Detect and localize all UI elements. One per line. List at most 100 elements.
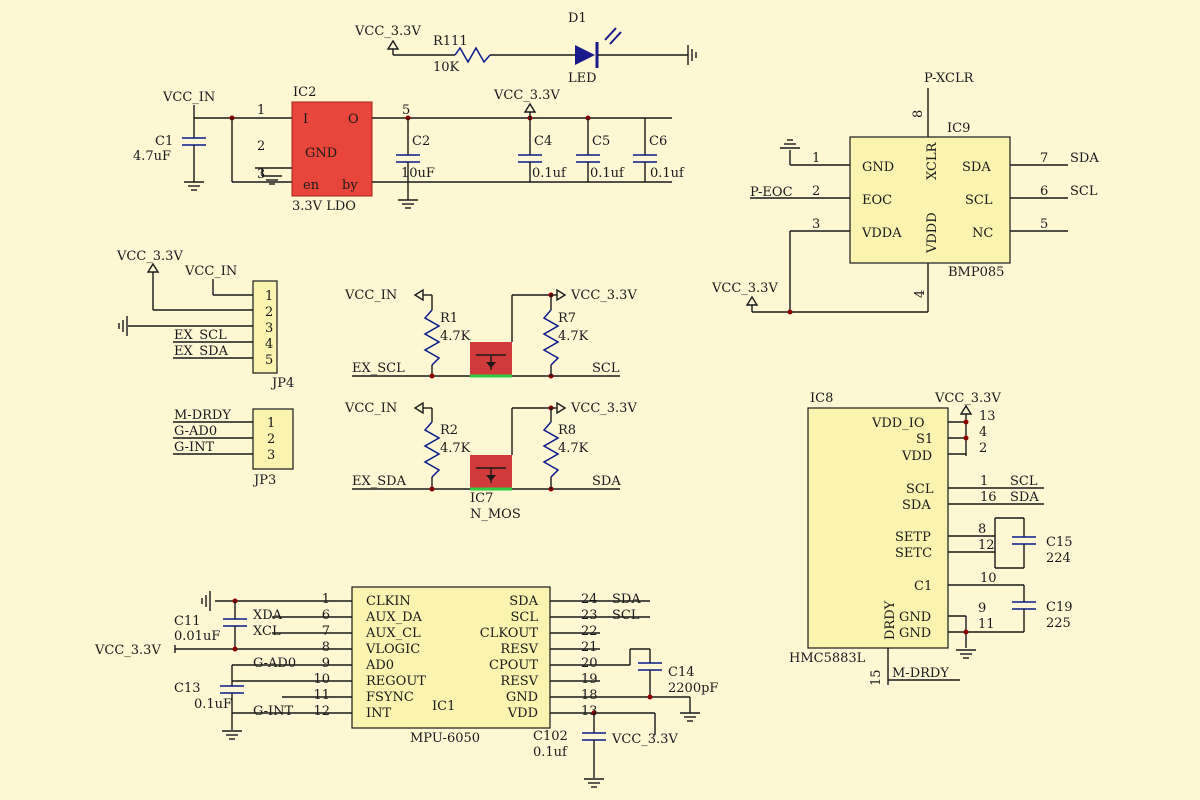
vcc-in-label: VCC_IN bbox=[162, 90, 215, 105]
mpu-left-pin-num: 7 bbox=[322, 624, 330, 639]
jp4-ref: JP4 bbox=[270, 376, 294, 391]
hmc-ref: IC8 bbox=[810, 391, 833, 406]
bmp-net-sda: SDA bbox=[1070, 151, 1099, 166]
mpu-right-pin-name: SDA bbox=[509, 594, 538, 609]
c6-value: 0.1uf bbox=[650, 166, 685, 181]
mpu-right-pin-name: SCL bbox=[511, 610, 539, 625]
bmp-vddd: VDDD bbox=[925, 212, 940, 254]
ldo-pin3: 3 bbox=[257, 167, 265, 182]
hmc-drdy: DRDY bbox=[883, 600, 898, 640]
hmc-n10: 10 bbox=[980, 571, 997, 586]
hmc-net-scl: SCL bbox=[1010, 474, 1038, 489]
bmp-sda: SDA bbox=[962, 160, 991, 175]
mpu-left-pin-name: VLOGIC bbox=[365, 642, 420, 657]
mpu-part: MPU-6050 bbox=[410, 731, 480, 746]
jp4-sda: EX_SDA bbox=[174, 344, 229, 359]
ic7-part: N_MOS bbox=[470, 507, 521, 522]
jp4-p1: 1 bbox=[265, 289, 273, 304]
hmc-n13: 13 bbox=[979, 409, 996, 424]
mpu-right-pin-num: 21 bbox=[581, 640, 598, 655]
mpu-right-pin-num: 24 bbox=[581, 592, 598, 607]
hmc-drdy-net: M-DRDY bbox=[892, 666, 949, 681]
ls1-vout: VCC_3.3V bbox=[570, 288, 637, 303]
led-label: LED bbox=[568, 71, 597, 86]
bmp-scl: SCL bbox=[965, 193, 993, 208]
hmc-part: HMC5883L bbox=[789, 651, 866, 666]
mpu-right-pin-num: 20 bbox=[581, 656, 598, 671]
mpu-left-pin-name: INT bbox=[366, 706, 392, 721]
ls2-in: EX_SDA bbox=[352, 474, 407, 489]
bmp-ref: IC9 bbox=[947, 121, 970, 136]
ldo-circuit: VCC_IN C1 4.7uF 1 2 3 IC2 I O GND en by … bbox=[133, 85, 685, 214]
ldo-vout-label: VCC_3.3V bbox=[493, 88, 560, 103]
hmc-net-sda: SDA bbox=[1010, 490, 1039, 505]
jp3-p3: 3 bbox=[267, 448, 275, 463]
mpu-left-pin-num: 12 bbox=[313, 704, 330, 719]
hmc-gnd2: GND bbox=[899, 626, 931, 641]
mpu-left-pin-name: AUX_DA bbox=[365, 610, 423, 625]
hmc-scl: SCL bbox=[906, 482, 934, 497]
ls1-vin: VCC_IN bbox=[344, 288, 397, 303]
c4-value: 0.1uf bbox=[532, 166, 567, 181]
mpu-left-pin-num: 11 bbox=[313, 688, 330, 703]
led-diode-icon bbox=[575, 45, 595, 65]
jp3-body bbox=[252, 408, 294, 470]
hmc-n8: 8 bbox=[978, 522, 986, 537]
c19-ref: C19 bbox=[1046, 600, 1073, 615]
hmc-vddio: VDD_IO bbox=[871, 416, 925, 431]
jp4-connector: VCC_3.3V VCC_IN EX_SCL EX_SDA 1 2 3 4 5 … bbox=[116, 249, 294, 391]
mpu-left-pin-name: AD0 bbox=[365, 658, 394, 673]
r2-value: 4.7K bbox=[440, 441, 471, 456]
bmp-pin5: 5 bbox=[1040, 217, 1048, 232]
ldo-pin2: 2 bbox=[257, 139, 265, 154]
c2-ref: C2 bbox=[412, 134, 430, 149]
hmc-setp: SETP bbox=[895, 530, 931, 545]
ldo-pin-o: O bbox=[348, 112, 359, 127]
c11-value: 0.01uF bbox=[174, 629, 220, 644]
mpu-left-pin-net: G-INT bbox=[253, 704, 294, 719]
jp3-l1: M-DRDY bbox=[174, 408, 231, 423]
bmp-pin8: 8 bbox=[911, 110, 926, 118]
c5-value: 0.1uf bbox=[590, 166, 625, 181]
c15-ref: C15 bbox=[1046, 535, 1073, 550]
r8-value: 4.7K bbox=[558, 441, 589, 456]
mpu6050-circuit: IC1 MPU-6050 C11 0.01uF VCC_3.3V C13 0.1… bbox=[94, 586, 718, 788]
mpu-left-pin-num: 9 bbox=[322, 656, 330, 671]
level-shifter-scl: VCC_IN R1 4.7K EX_SCL SCL VCC_3.3V R7 4.… bbox=[344, 288, 637, 379]
mpu-vdd-net: VCC_3.3V bbox=[611, 732, 678, 747]
mpu-right-pin-name: RESV bbox=[500, 674, 538, 689]
mpu-left-pin-name: REGOUT bbox=[366, 674, 426, 689]
mpu-right-pin-num: 23 bbox=[581, 608, 598, 623]
bmp-gnd: GND bbox=[862, 160, 894, 175]
hmc-n4: 4 bbox=[979, 425, 987, 440]
mpu-right-pin-num: 13 bbox=[581, 704, 598, 719]
c1-value: 4.7uF bbox=[133, 149, 171, 164]
mpu-left-pin-num: 1 bbox=[322, 592, 330, 607]
bmp-pin6: 6 bbox=[1040, 184, 1048, 199]
jp4-vin: VCC_IN bbox=[184, 264, 237, 279]
mpu-right-pin-name: RESV bbox=[500, 642, 538, 657]
ldo-pin-by: by bbox=[342, 178, 358, 193]
c11-ref: C11 bbox=[174, 614, 201, 629]
mpu-left-pin-name: AUX_CL bbox=[365, 626, 421, 641]
c13-value: 0.1uF bbox=[194, 697, 232, 712]
level-shifter-sda: VCC_IN R2 4.7K EX_SDA SDA VCC_3.3V R8 4.… bbox=[344, 401, 637, 522]
c5-ref: C5 bbox=[592, 134, 610, 149]
mpu6050-chip bbox=[351, 586, 551, 729]
jp4-p3: 3 bbox=[265, 321, 273, 336]
bmp-pin7: 7 bbox=[1040, 151, 1048, 166]
mpu-right-pin-name: VDD bbox=[507, 706, 538, 721]
bmp-pin4: 4 bbox=[913, 290, 928, 298]
hmc-n1: 1 bbox=[980, 474, 988, 489]
bmp085-circuit: IC9 BMP085 P-XCLR 8 XCLR VDDD 1 GND P-EO… bbox=[711, 71, 1099, 315]
mpu-left-pin-net: XCL bbox=[253, 624, 281, 639]
ldo-pin-en: en bbox=[303, 178, 320, 193]
jp3-p2: 2 bbox=[267, 432, 275, 447]
r111-value: 10K bbox=[433, 60, 460, 75]
bmp-xclr-net: P-XCLR bbox=[924, 71, 975, 86]
mpu-right-pin-net: SDA bbox=[612, 592, 641, 607]
bmp-vdda: VDDA bbox=[861, 226, 902, 241]
ldo-pin5: 5 bbox=[402, 103, 410, 118]
